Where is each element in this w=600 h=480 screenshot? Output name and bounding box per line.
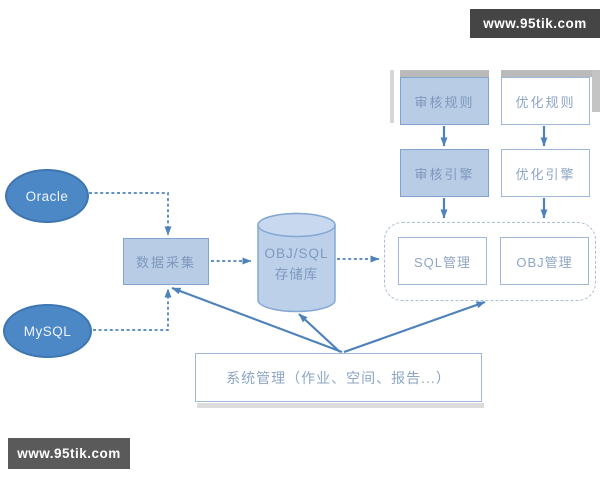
shadow-strip-optimize-rules (501, 70, 592, 77)
oracle-label: Oracle (25, 188, 69, 204)
node-mysql: MySQL (3, 304, 92, 358)
watermark-bottom-left: www.95tik.com (8, 438, 130, 469)
edge-mysql-to-data-collection (93, 288, 172, 331)
shadow-strip-right-edge (592, 70, 600, 112)
audit-rules-label: 审核规则 (414, 94, 475, 110)
repository-label-line2: 存储库 (274, 267, 319, 282)
shadow-strip-audit-rules (400, 70, 489, 77)
repository-cylinder (257, 212, 336, 313)
management-group-container (384, 222, 596, 301)
audit-engine-label: 审核引擎 (414, 166, 475, 182)
watermark-top-right: www.95tik.com (470, 9, 600, 38)
node-audit-engine: 审核引擎 (400, 149, 489, 197)
edge-system-to-repository (298, 313, 341, 353)
shadow-strip-system-box (197, 403, 484, 408)
node-optimize-rules: 优化规则 (501, 77, 590, 125)
data-collection-label: 数据采集 (135, 255, 196, 270)
node-system-management: 系统管理（作业、空间、报告...） (195, 353, 482, 402)
node-audit-rules: 审核规则 (400, 77, 489, 125)
optimize-rules-label: 优化规则 (515, 94, 576, 110)
shadow-strip-left (390, 70, 394, 123)
node-obj-management: OBJ管理 (500, 237, 589, 285)
edge-oracle-to-data-collection (89, 192, 172, 236)
repository-label-line1: OBJ/SQL (264, 246, 329, 262)
node-data-collection: 数据采集 (123, 238, 209, 285)
obj-management-label: OBJ管理 (516, 254, 573, 270)
edge-system-to-data-collection (171, 286, 343, 354)
optimize-engine-label: 优化引擎 (515, 166, 576, 182)
node-oracle: Oracle (5, 169, 89, 223)
node-sql-management: SQL管理 (398, 237, 487, 285)
node-optimize-engine: 优化引擎 (501, 149, 590, 197)
watermark-top-right-text: www.95tik.com (483, 16, 587, 31)
repository-label: OBJ/SQL 存储库 (258, 230, 335, 300)
mysql-label: MySQL (23, 323, 72, 339)
edge-system-to-management-group (343, 300, 486, 354)
sql-management-label: SQL管理 (413, 254, 471, 270)
watermark-bottom-left-text: www.95tik.com (17, 446, 121, 461)
system-management-label: 系统管理（作业、空间、报告...） (226, 369, 451, 386)
